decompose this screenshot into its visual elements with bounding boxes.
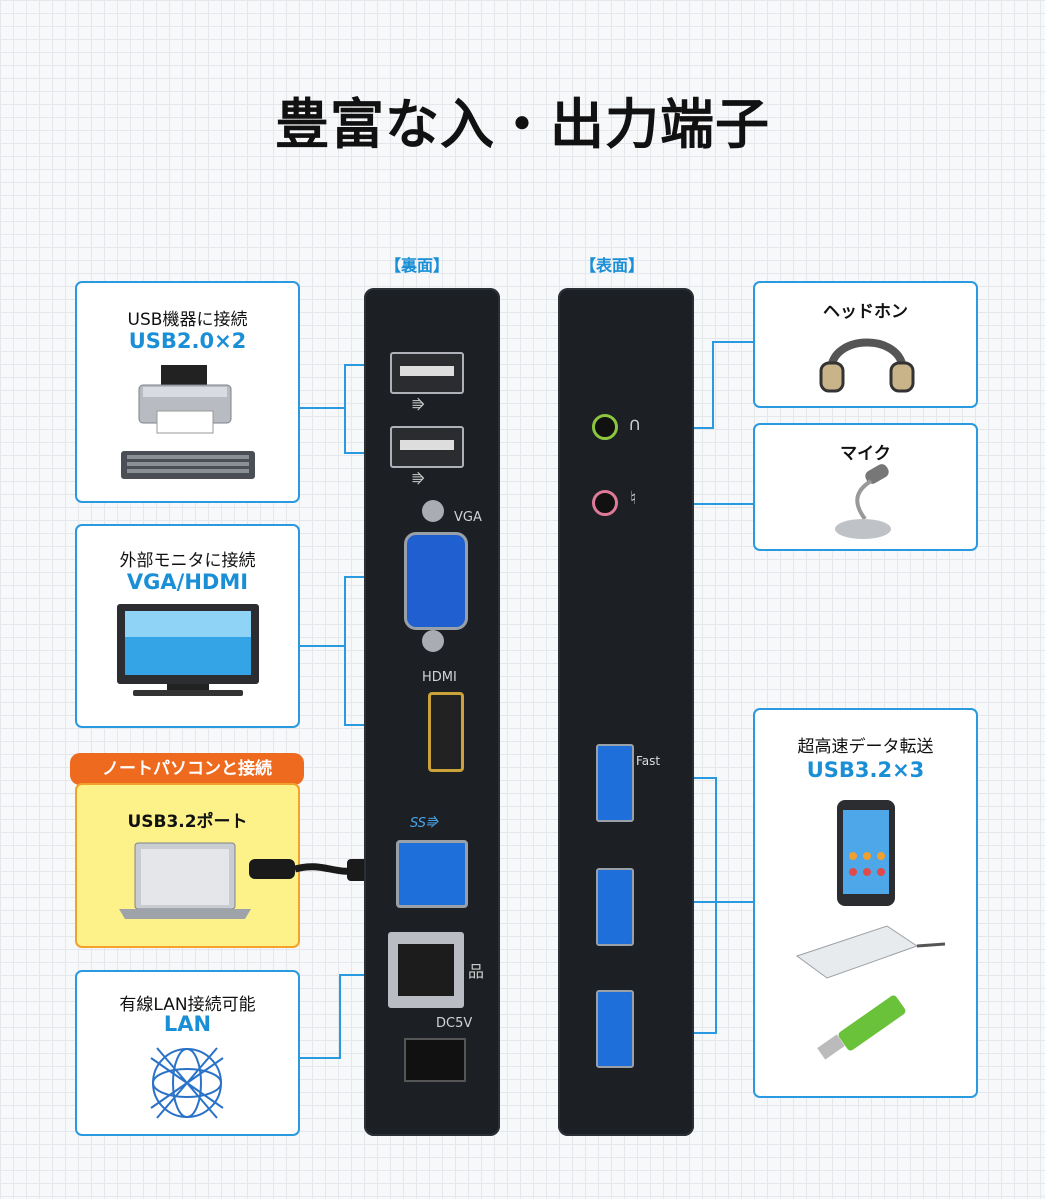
- hdmi-label: HDMI: [422, 670, 457, 685]
- headphone-image-icon: [819, 338, 915, 393]
- hdmi-port: [428, 692, 464, 772]
- devices-image-icon: [795, 800, 946, 1060]
- usb2-port-2: [390, 426, 464, 468]
- usb3-big: USB3.2×3: [806, 758, 925, 782]
- page-title: 豊富な入・出力端子: [275, 93, 770, 156]
- usb3-lead: 超高速データ転送: [797, 737, 934, 757]
- usb-symbol-icon: ⭆: [412, 472, 425, 488]
- headphone-jack: [592, 414, 618, 440]
- usb3-b-port: [396, 840, 468, 908]
- mic-jack: [592, 490, 618, 516]
- monitor-card: 外部モニタに接続 VGA/HDMI: [75, 524, 300, 728]
- printer-keyboard-icon: [121, 365, 255, 479]
- usb3-port-2: [596, 868, 634, 946]
- notebook-lead: USB3.2ポート: [127, 812, 248, 832]
- vga-label: VGA: [454, 510, 482, 525]
- front-panel: ∩ ♮ Fast: [558, 288, 694, 1136]
- usb2-card: USB機器に接続 USB2.0×2: [75, 281, 300, 503]
- usb-symbol-icon: ⭆: [412, 398, 425, 414]
- network-icon: 品: [468, 962, 485, 981]
- lan-card: 有線LAN接続可能 LAN: [75, 970, 300, 1136]
- back-section-label: 【裏面】: [385, 256, 450, 275]
- mic-card: マイク: [753, 423, 978, 551]
- lan-port: [388, 932, 464, 1008]
- mic-icon: ♮: [630, 488, 637, 509]
- mic-lead: マイク: [840, 444, 891, 464]
- monitor-lead: 外部モニタに接続: [119, 551, 256, 571]
- ss-usb-icon: SS⭆: [410, 816, 438, 831]
- usb2-big: USB2.0×2: [128, 329, 247, 353]
- usb3-port-1: [596, 744, 634, 822]
- lan-big: LAN: [163, 1012, 212, 1036]
- headphone-icon: ∩: [628, 414, 642, 435]
- notebook-card: USB3.2ポート: [75, 783, 387, 948]
- notebook-tag: ノートパソコンと接続: [70, 753, 304, 785]
- front-section-label: 【表面】: [580, 256, 645, 275]
- lan-lead: 有線LAN接続可能: [119, 995, 256, 1015]
- monitor-big: VGA/HDMI: [126, 570, 249, 594]
- vga-screw-icon: [422, 500, 444, 522]
- usb2-port-1: [390, 352, 464, 394]
- usb3-card: 超高速データ転送 USB3.2×3: [753, 708, 978, 1098]
- monitor-icon: [117, 604, 259, 696]
- vga-port: [404, 532, 468, 630]
- vga-screw-icon: [422, 630, 444, 652]
- headphone-card: ヘッドホン: [753, 281, 978, 408]
- usb2-lead: USB機器に接続: [127, 310, 248, 330]
- network-globe-icon: [150, 1047, 224, 1119]
- usb3-port-3: [596, 990, 634, 1068]
- dc-jack: [404, 1038, 466, 1082]
- headphone-lead: ヘッドホン: [823, 302, 908, 322]
- back-panel: ⭆ ⭆ VGA HDMI SS⭆ 品 DC5V: [364, 288, 500, 1136]
- laptop-cable-icon: [119, 842, 387, 919]
- fast-label: Fast: [636, 754, 661, 768]
- microphone-image-icon: [835, 464, 891, 539]
- dc-label: DC5V: [436, 1016, 473, 1031]
